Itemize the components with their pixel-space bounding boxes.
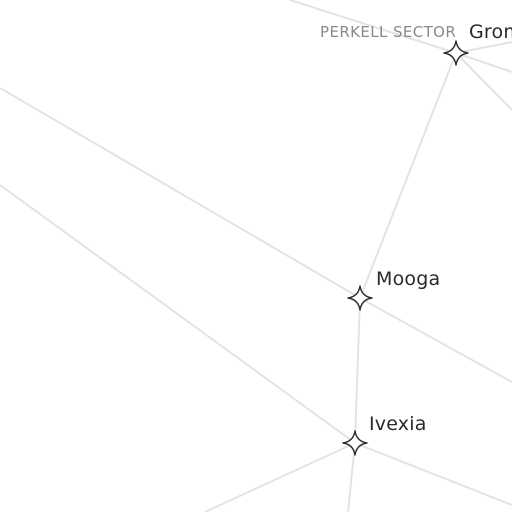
route-line: [354, 442, 512, 506]
route-line: [359, 52, 457, 299]
planet-label-mooga[interactable]: Mooga: [376, 268, 441, 290]
route-line: [0, 87, 361, 299]
planet-label-ivexia[interactable]: Ivexia: [369, 413, 427, 435]
planet-label-grom[interactable]: Grom: [469, 21, 512, 43]
route-line: [455, 41, 512, 54]
route-line: [347, 442, 356, 512]
star-icon[interactable]: [347, 285, 373, 311]
route-line: [455, 52, 512, 111]
route-line: [204, 442, 356, 512]
route-line: [289, 0, 457, 54]
sector-label: PERKELL SECTOR: [320, 23, 457, 41]
route-line: [0, 184, 356, 444]
route-line: [354, 297, 361, 444]
star-icon[interactable]: [443, 40, 469, 66]
star-icon[interactable]: [342, 430, 368, 456]
route-line: [359, 297, 512, 383]
route-line: [455, 52, 512, 73]
